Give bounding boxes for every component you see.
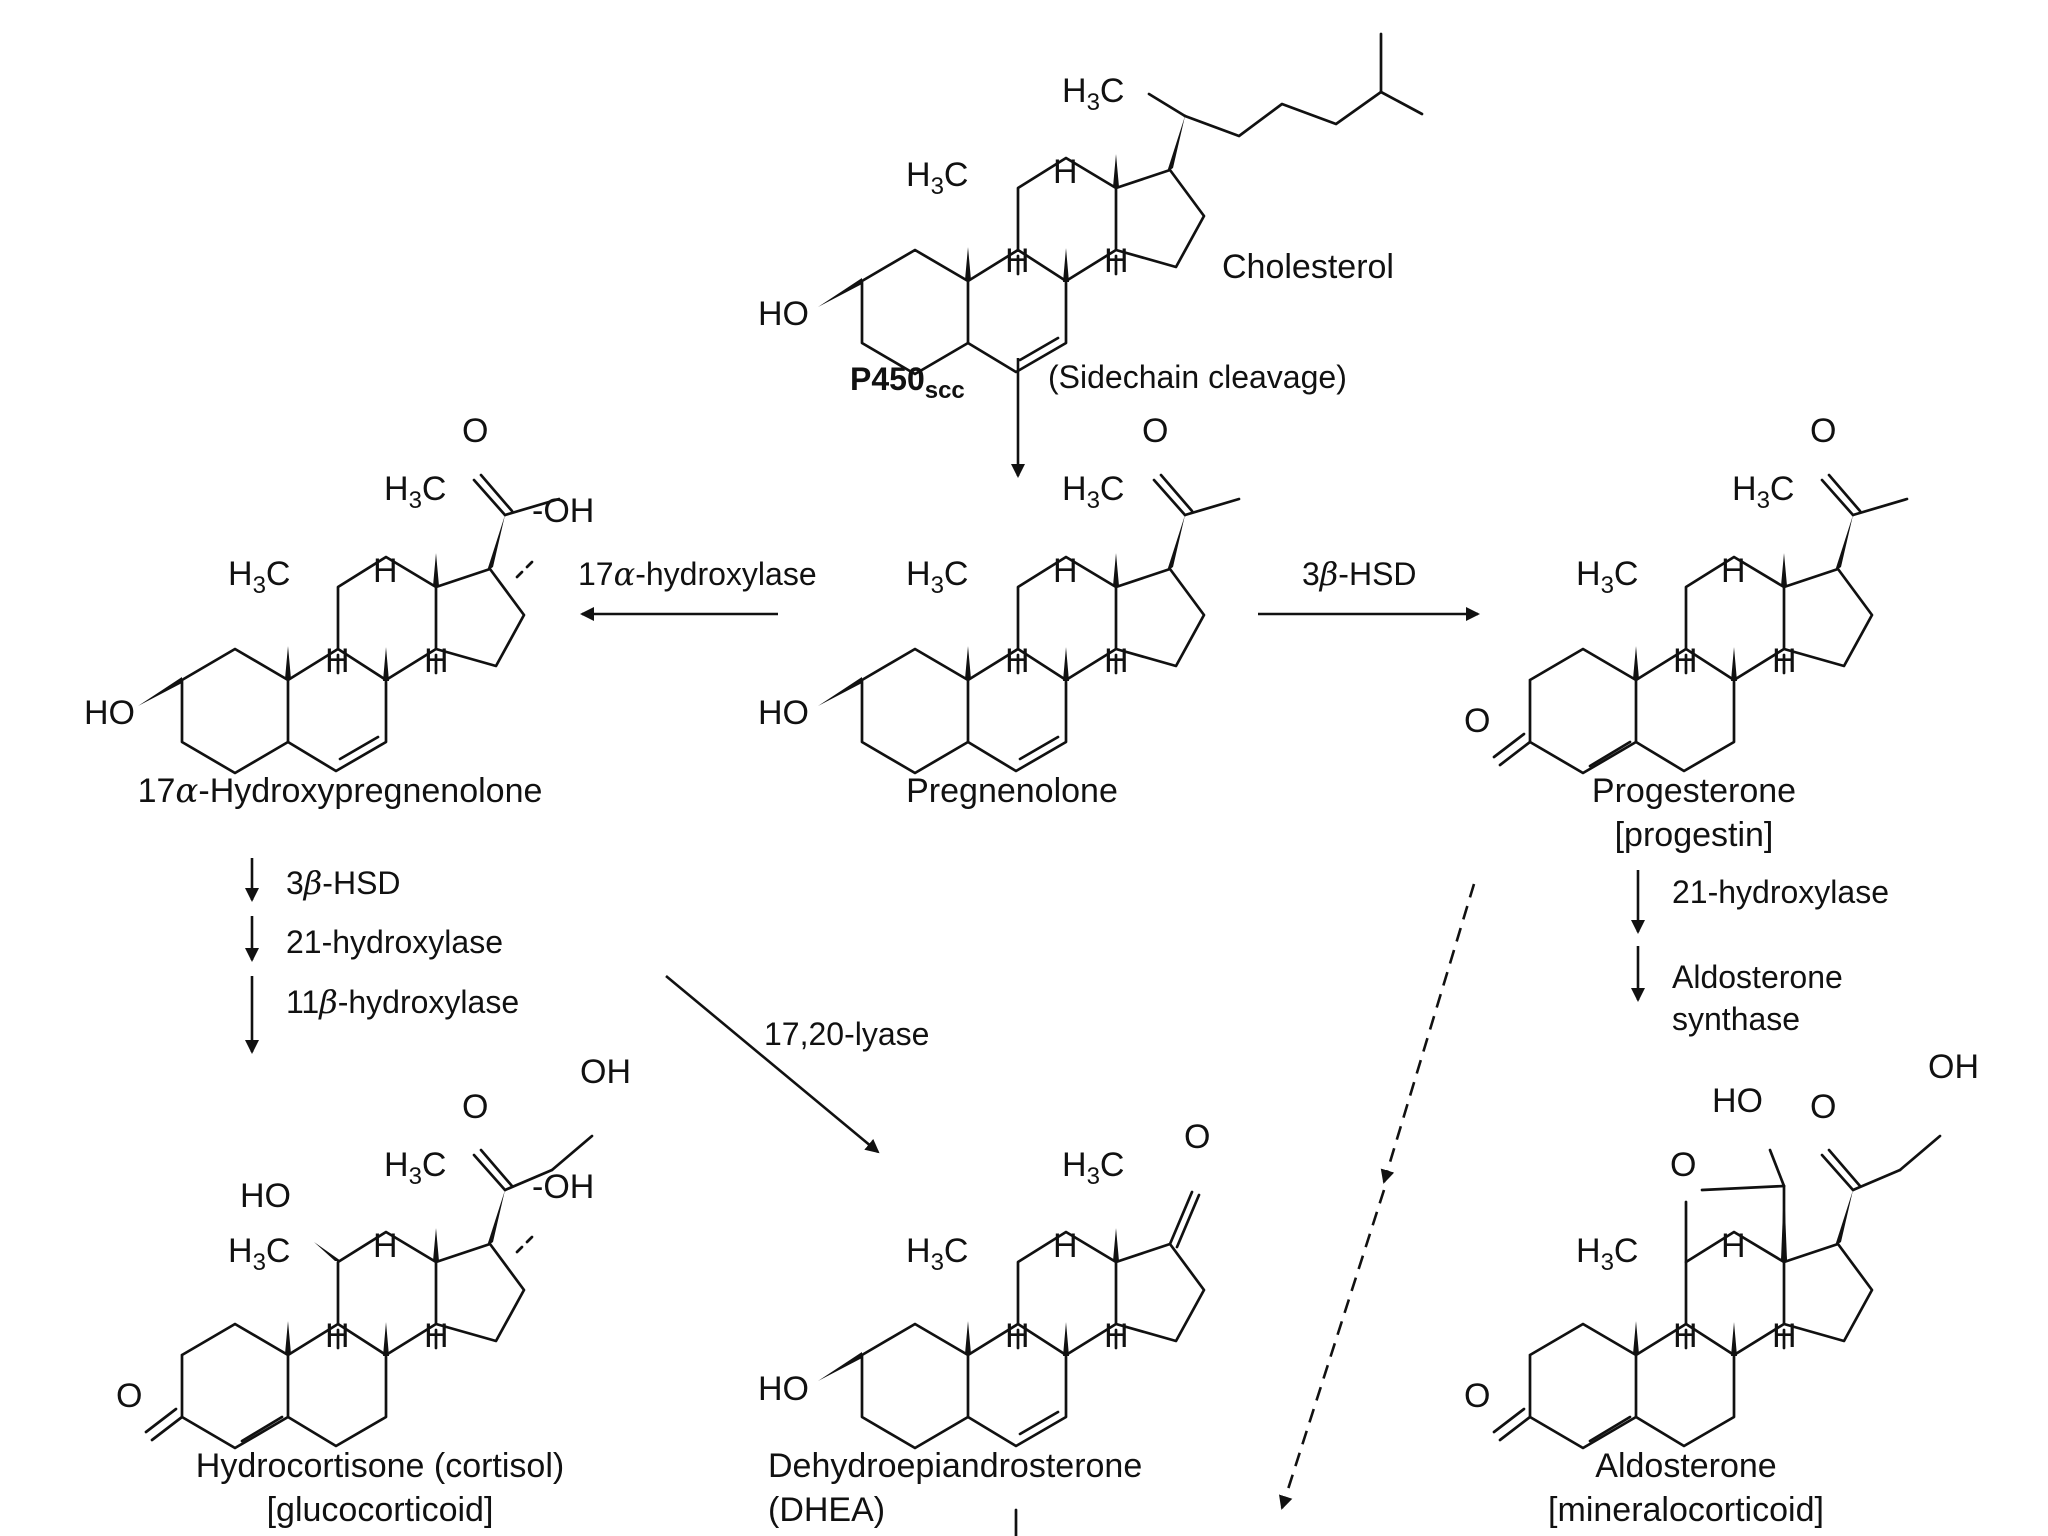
h3c-label: H3C [906,156,968,200]
hydroxypregnenolone-label: 17α-Hydroxypregnenolone [138,771,543,811]
o-label: O [1184,1118,1210,1156]
oh-label: OH [1928,1048,1979,1086]
ho-label: HO [84,694,135,732]
hydroxylase-21-label: 21-hydroxylase [286,924,503,960]
dashed-pathway-arrow [1278,1189,1386,1510]
sidechain-cleavage-label: (Sidechain cleavage) [1048,359,1347,395]
ho-label: HO [1712,1082,1763,1120]
hydroxylase-17-label: 17α-hydroxylase [578,555,817,593]
h3c-label: H3C [228,1232,290,1276]
o-label: O [116,1377,142,1415]
h-label: H [373,552,398,590]
oh-label: -OH [532,1168,594,1206]
h3c-label: H3C [1062,1146,1124,1190]
p450scc-label: P450scc [850,361,965,404]
cholesterol-label: Cholesterol [1222,248,1394,286]
h-label: H [1721,1227,1746,1265]
dashed-pathway-arrow [1380,883,1476,1184]
h3c-label: H3C [1576,555,1638,599]
dhea-structure [818,1190,1206,1450]
lyase-label: 17,20-lyase [764,1016,929,1052]
h-label: H [1104,1317,1129,1355]
oh-label: -OH [532,492,594,530]
o-label: O [1142,412,1168,450]
hsd3b-label: 3β-HSD [1302,555,1417,593]
aldosterone-synthase-label: synthase [1672,1001,1800,1037]
hsd3b-label: 3β-HSD [286,864,401,902]
h-label: H [1053,552,1078,590]
h3c-label: H3C [1062,470,1124,514]
aldosterone-structure [1492,1134,1942,1450]
progesterone-structure [1492,473,1909,775]
hydrocortisone-label: Hydrocortisone (cortisol) [196,1447,564,1485]
h-label: H [325,642,350,680]
cholesterol-structure [818,32,1424,376]
h-label: H [1005,1317,1030,1355]
ho-label: HO [240,1177,291,1215]
dhea-abbr-label: (DHEA) [768,1491,885,1529]
ho-label: HO [758,694,809,732]
lyase-arrow [665,974,880,1154]
hydrocortisone-structure [144,1134,594,1450]
pregnenolone-label: Pregnenolone [906,772,1118,810]
h3c-label: H3C [1062,72,1124,116]
h3c-label: H3C [906,555,968,599]
h-label: H [424,1317,449,1355]
o-label: O [1464,702,1490,740]
pregnenolone-structure [818,473,1241,775]
h3c-label: H3C [1732,470,1794,514]
h-label: H [1772,1317,1797,1355]
h-label: H [373,1227,398,1265]
h3c-label: H3C [1576,1232,1638,1276]
o-label: O [1810,1088,1836,1126]
ho-label: HO [758,1370,809,1408]
hydroxypregnenolone-structure [138,473,561,775]
h-label: H [1053,153,1078,191]
h-label: H [1005,242,1030,280]
o-label: O [1464,1377,1490,1415]
o-label: O [462,412,488,450]
o-label: O [1810,412,1836,450]
o-label: O [462,1088,488,1126]
h-label: H [1104,242,1129,280]
mineralocorticoid-class-label: [mineralocorticoid] [1548,1491,1824,1529]
dhea-label: Dehydroepiandrosterone [768,1447,1142,1485]
h-label: H [325,1317,350,1355]
hydroxylase-21-label: 21-hydroxylase [1672,874,1889,910]
progestin-class-label: [progestin] [1615,816,1774,854]
h3c-label: H3C [384,470,446,514]
h3c-label: H3C [228,555,290,599]
aldosterone-synthase-label: Aldosterone [1672,959,1843,995]
hydroxylase-11b-label: 11β-hydroxylase [286,983,519,1021]
h-label: H [1721,552,1746,590]
h-label: H [424,642,449,680]
h-label: H [1053,1227,1078,1265]
glucocorticoid-class-label: [glucocorticoid] [267,1491,494,1529]
oh-label: OH [580,1053,631,1091]
h3c-label: H3C [906,1232,968,1276]
h-label: H [1673,1317,1698,1355]
o-label: O [1670,1146,1696,1184]
ho-label: HO [758,295,809,333]
h-label: H [1005,642,1030,680]
h3c-label: H3C [384,1146,446,1190]
aldosterone-label: Aldosterone [1595,1447,1776,1485]
h-label: H [1673,642,1698,680]
progesterone-label: Progesterone [1592,772,1796,810]
h-label: H [1104,642,1129,680]
h-label: H [1772,642,1797,680]
